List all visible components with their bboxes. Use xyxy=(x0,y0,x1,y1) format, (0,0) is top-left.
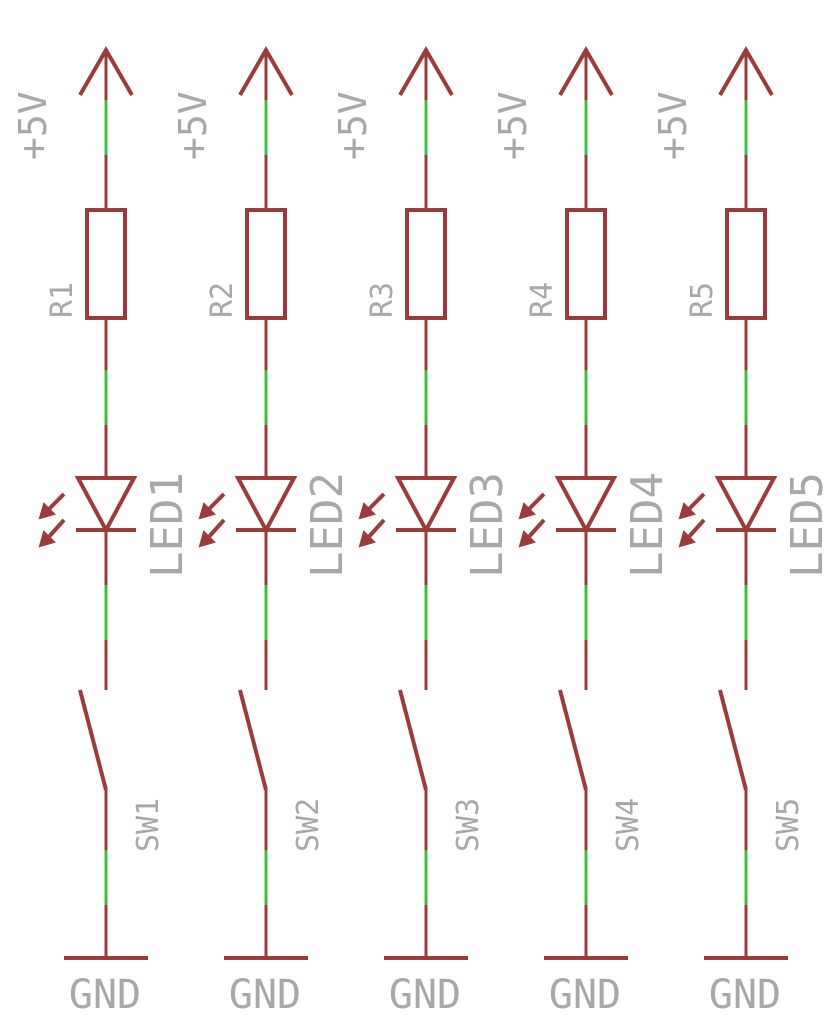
ground-label: GND xyxy=(549,972,621,1018)
resistor-label: R5 xyxy=(685,282,720,318)
emission-arrow-icon xyxy=(678,530,696,548)
ground-label: GND xyxy=(709,972,781,1018)
switch-lever xyxy=(558,689,588,791)
supply-label: +5V xyxy=(491,91,535,160)
emission-arrow-icon xyxy=(678,502,696,520)
led-label: LED1 xyxy=(142,472,193,578)
emission-arrow-icon xyxy=(38,530,56,548)
supply-arrow-icon xyxy=(238,46,294,97)
switch-label: SW2 xyxy=(291,798,326,852)
resistor-body xyxy=(405,208,447,320)
emission-arrow-icon xyxy=(358,502,376,520)
supply-label: +5V xyxy=(11,91,55,160)
supply-arrow-icon xyxy=(398,46,454,97)
resistor-label: R3 xyxy=(365,282,400,318)
led-label: LED4 xyxy=(622,472,673,578)
resistor-label: R4 xyxy=(525,282,560,318)
switch-label: SW5 xyxy=(771,798,806,852)
led-label: LED3 xyxy=(462,472,513,578)
ground-label: GND xyxy=(389,972,461,1018)
led-label: LED5 xyxy=(782,472,832,578)
emission-arrow-icon xyxy=(518,530,536,548)
resistor-body xyxy=(725,208,767,320)
switch-label: SW3 xyxy=(451,798,486,852)
resistor-body xyxy=(85,208,127,320)
led-triangle-icon xyxy=(554,476,618,535)
supply-label: +5V xyxy=(651,91,695,160)
resistor-body xyxy=(245,208,287,320)
switch-lever xyxy=(398,689,428,791)
switch-lever xyxy=(718,689,748,791)
emission-arrow-icon xyxy=(198,530,216,548)
resistor-body xyxy=(565,208,607,320)
supply-arrow-icon xyxy=(718,46,774,97)
supply-label: +5V xyxy=(171,91,215,160)
led-label: LED2 xyxy=(302,472,353,578)
emission-arrow-icon xyxy=(358,530,376,548)
resistor-label: R2 xyxy=(205,282,240,318)
led-triangle-icon xyxy=(74,476,138,535)
led-triangle-icon xyxy=(394,476,458,535)
switch-label: SW1 xyxy=(131,798,166,852)
supply-arrow-icon xyxy=(78,46,134,97)
emission-arrow-icon xyxy=(518,502,536,520)
emission-arrow-icon xyxy=(38,502,56,520)
resistor-label: R1 xyxy=(45,282,80,318)
switch-lever xyxy=(238,689,268,791)
emission-arrow-icon xyxy=(198,502,216,520)
led-triangle-icon xyxy=(234,476,298,535)
supply-label: +5V xyxy=(331,91,375,160)
switch-label: SW4 xyxy=(611,798,646,852)
supply-arrow-icon xyxy=(558,46,614,97)
led-triangle-icon xyxy=(714,476,778,535)
ground-label: GND xyxy=(69,972,141,1018)
switch-lever xyxy=(78,689,108,791)
ground-label: GND xyxy=(229,972,301,1018)
